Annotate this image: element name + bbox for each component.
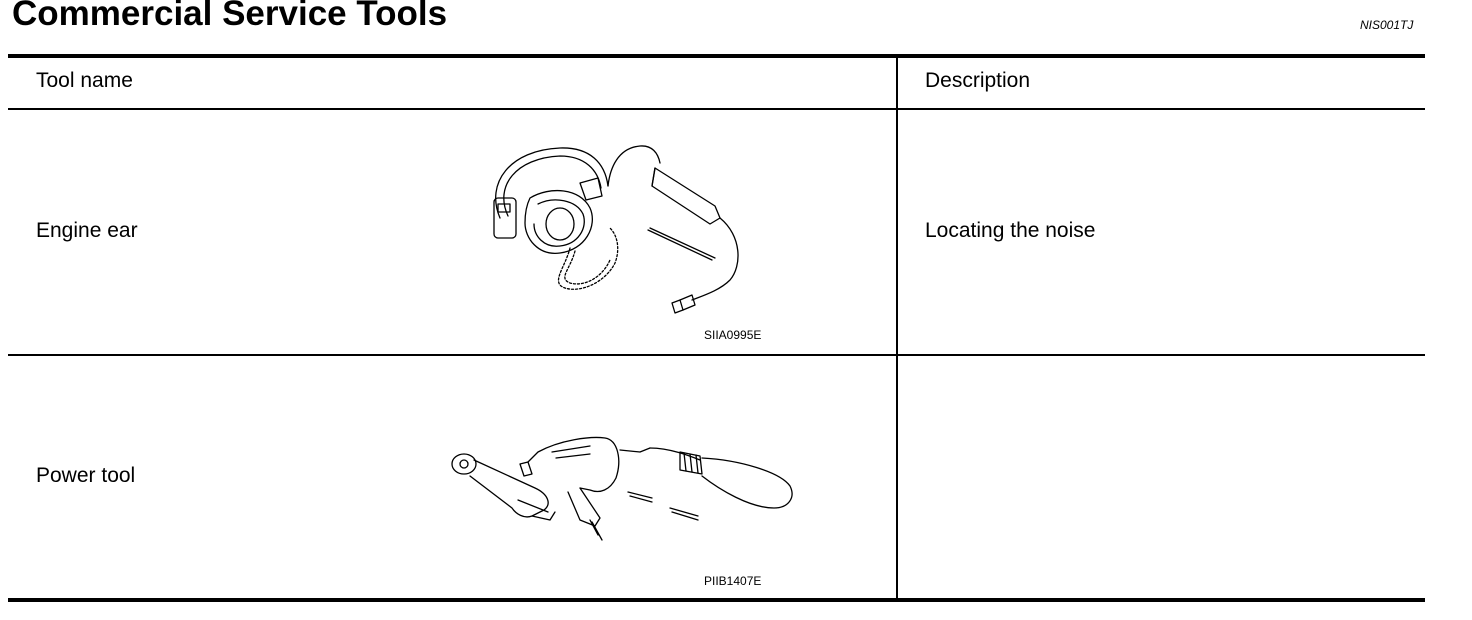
header-divider xyxy=(8,108,1425,110)
engine-ear-illustration xyxy=(493,145,739,314)
header-tool-name: Tool name xyxy=(36,69,133,92)
row-divider xyxy=(8,354,1425,356)
figure-code-engine-ear: SIIA0995E xyxy=(704,328,762,342)
table-top-rule xyxy=(8,54,1425,58)
section-code: NIS001TJ xyxy=(1360,18,1414,32)
header-description: Description xyxy=(925,69,1031,92)
figure-code-power-tool: PIIB1407E xyxy=(704,574,762,588)
row-tool-name-power-tool: Power tool xyxy=(36,464,136,487)
power-tool-illustration xyxy=(451,436,793,541)
table-bottom-rule xyxy=(8,598,1425,602)
column-divider xyxy=(896,58,898,599)
row-tool-name-engine-ear: Engine ear xyxy=(36,219,138,242)
row-description-engine-ear: Locating the noise xyxy=(925,219,1096,242)
page-title: Commercial Service Tools xyxy=(12,0,448,33)
